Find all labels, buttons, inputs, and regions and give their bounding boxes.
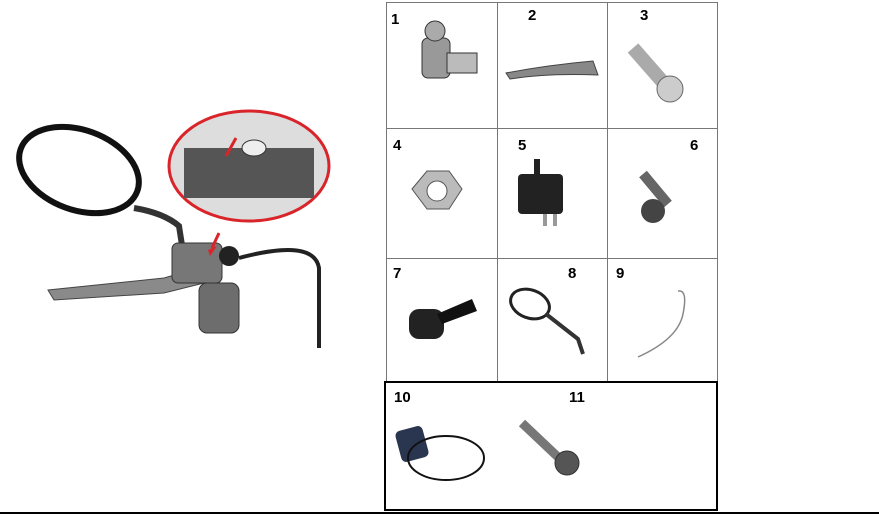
part-cell-1: 1	[386, 2, 498, 129]
part-number: 8	[568, 265, 577, 282]
lever-bracket-icon	[421, 20, 478, 79]
lever-assembly-illustration	[14, 108, 334, 353]
part-number: 9	[616, 265, 625, 282]
part-cell-10: 10	[386, 383, 498, 509]
bottom-rule	[0, 512, 879, 514]
spring-wire-icon	[637, 290, 686, 358]
switch-icon	[518, 159, 563, 226]
part-cell-11: 11	[497, 383, 608, 509]
part-cell-7: 7	[386, 258, 498, 382]
part-row-last: 10 11	[384, 381, 718, 511]
part-cell-8: 8	[497, 258, 608, 382]
mirror-icon	[509, 287, 585, 355]
part-number: 4	[393, 137, 402, 154]
lock-nut-icon	[411, 170, 463, 210]
choke-knob-icon	[409, 299, 477, 339]
part-number: 2	[528, 7, 537, 24]
screw-icon	[639, 170, 672, 223]
part-number: 10	[394, 389, 411, 406]
part-number: 1	[391, 11, 400, 28]
pivot-bolt-icon	[627, 43, 684, 103]
part-number: 7	[393, 265, 402, 282]
part-cell-6: 6	[607, 128, 718, 259]
part-number: 6	[690, 137, 699, 154]
part-number: 5	[518, 137, 527, 154]
lever-icon	[505, 60, 599, 80]
part-cell-4: 4	[386, 128, 498, 259]
part-cell-9: 9	[607, 258, 718, 382]
part-number: 3	[640, 7, 649, 24]
part-cell-empty	[607, 383, 716, 509]
harness-switch-icon	[395, 426, 485, 481]
socket-bolt-icon	[518, 419, 580, 476]
part-number: 11	[569, 389, 585, 406]
part-cell-3: 3	[607, 2, 718, 129]
part-cell-5: 5	[497, 128, 608, 259]
part-cell-2: 2	[497, 2, 608, 129]
